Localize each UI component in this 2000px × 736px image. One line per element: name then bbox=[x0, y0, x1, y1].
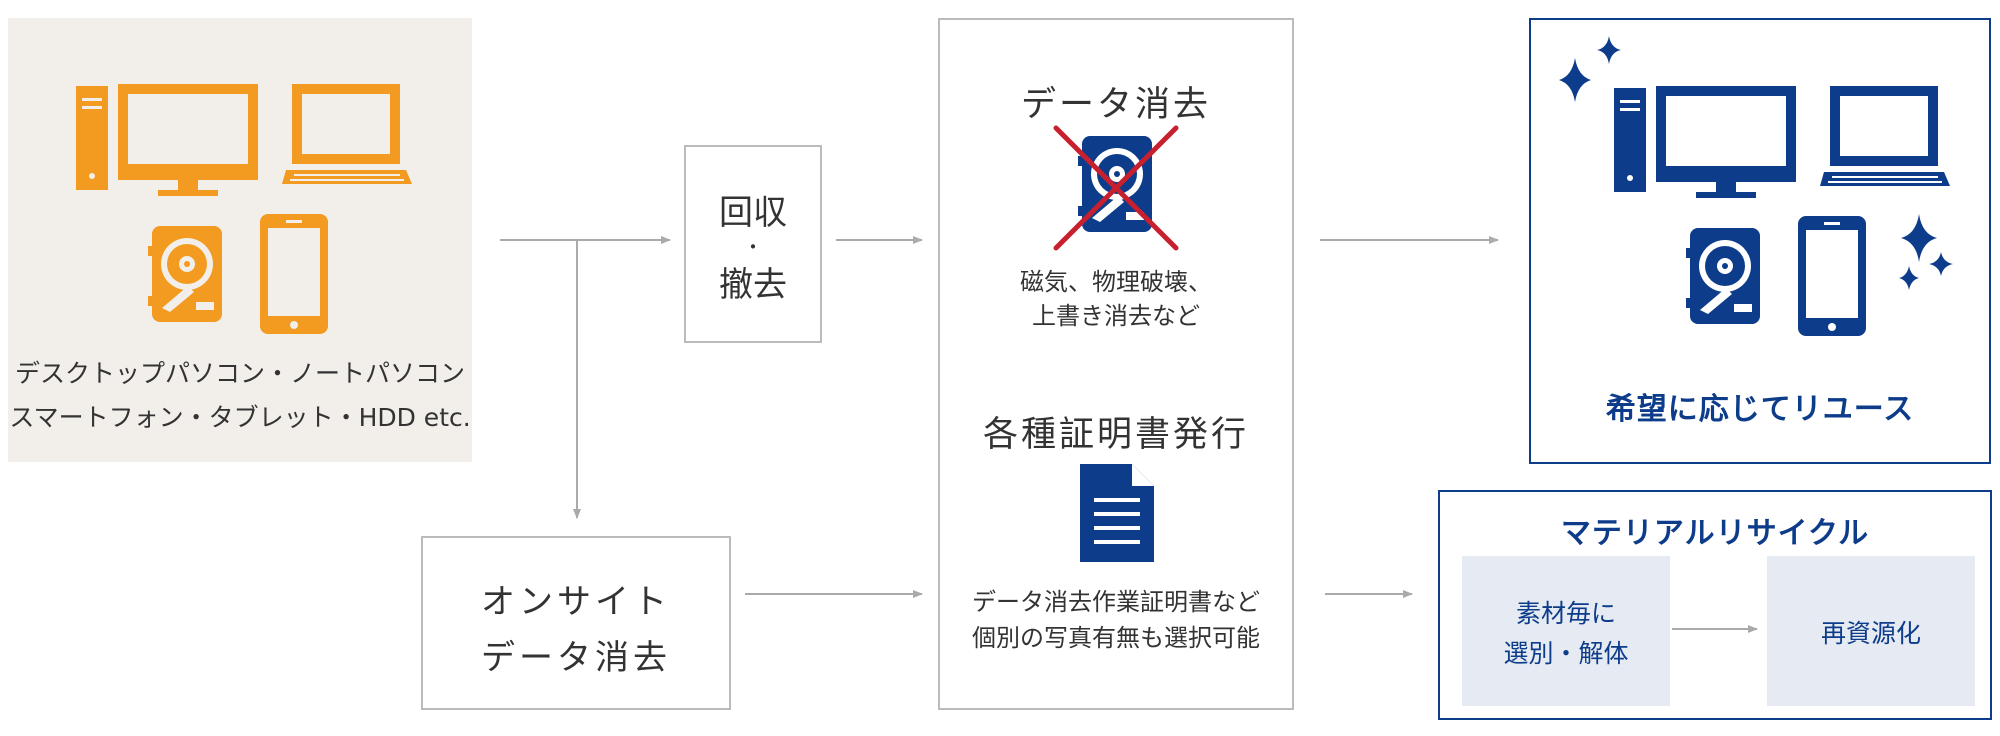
sparkle-icon bbox=[1559, 36, 1621, 102]
hdd-icon bbox=[148, 226, 222, 322]
hdd-icon bbox=[1686, 228, 1760, 324]
smartphone-icon bbox=[1798, 216, 1866, 336]
onsite-label-line2: データ消去 bbox=[481, 638, 671, 678]
recycle-title: マテリアルリサイクル bbox=[1560, 516, 1870, 551]
recycle-box: マテリアルリサイクル 素材毎に 選別・解体 再資源化 bbox=[1438, 490, 1992, 720]
resource-label: 再資源化 bbox=[1820, 619, 1921, 648]
onsite-box: オンサイト データ消去 bbox=[421, 536, 731, 710]
sparkle-icon bbox=[1899, 214, 1953, 290]
devices-panel: デスクトップパソコン・ノートパソコン スマートフォン・タブレット・HDD etc… bbox=[8, 18, 472, 462]
collect-box: 回収 ・ 撤去 bbox=[684, 145, 822, 343]
desktop-pc-icon bbox=[76, 84, 258, 196]
hdd-erase-icon bbox=[1053, 125, 1179, 251]
sort-dismantle-box: 素材毎に 選別・解体 bbox=[1462, 556, 1670, 706]
resource-box: 再資源化 bbox=[1767, 556, 1975, 706]
erase-title: データ消去 bbox=[1020, 85, 1211, 125]
cert-caption-line1: データ消去作業証明書など bbox=[972, 588, 1260, 616]
reuse-label: 希望に応じてリユース bbox=[1605, 392, 1915, 427]
collect-label-line1: 回収 bbox=[719, 193, 787, 233]
sort-label-line2: 選別・解体 bbox=[1503, 639, 1629, 668]
erase-caption-line2: 上書き消去など bbox=[1032, 302, 1200, 330]
collect-dot: ・ bbox=[743, 235, 763, 259]
devices-label-line1: デスクトップパソコン・ノートパソコン bbox=[14, 359, 465, 388]
erase-caption-line1: 磁気、物理破壊、 bbox=[1020, 268, 1212, 296]
laptop-icon bbox=[1820, 86, 1950, 186]
reuse-box: 希望に応じてリユース bbox=[1529, 18, 1991, 464]
cert-caption-line2: 個別の写真有無も選択可能 bbox=[972, 624, 1260, 652]
onsite-label-line1: オンサイト bbox=[481, 582, 671, 622]
desktop-pc-icon bbox=[1614, 86, 1796, 198]
cross-mark-icon bbox=[1053, 125, 1179, 251]
document-icon bbox=[1080, 464, 1154, 562]
devices-label-line2: スマートフォン・タブレット・HDD etc. bbox=[9, 403, 471, 432]
laptop-icon bbox=[282, 84, 412, 184]
cert-title: 各種証明書発行 bbox=[982, 415, 1249, 455]
sort-label-line1: 素材毎に bbox=[1515, 599, 1616, 628]
erase-cert-box: データ消去 磁気、物理破壊、 上書き消去など 各種証明書発行 データ消去作業証明… bbox=[938, 18, 1294, 710]
smartphone-icon bbox=[260, 214, 328, 334]
collect-label-line2: 撤去 bbox=[719, 265, 787, 305]
